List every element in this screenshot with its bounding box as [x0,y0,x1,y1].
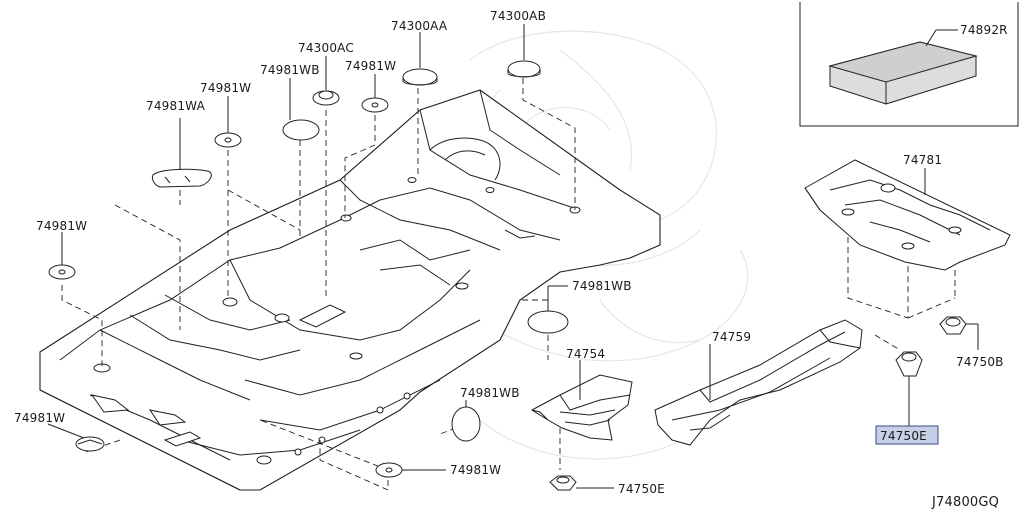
part-74892R-pad[interactable] [828,41,978,105]
part-74981W-left-plug[interactable] [48,264,76,280]
callout-74750E-highlight: 74750E [880,429,927,443]
callout-74759: 74759 [712,330,751,344]
callout-74754: 74754 [566,347,605,361]
callout-74781: 74781 [903,153,942,167]
part-74750E-bottom-nut[interactable] [549,475,577,491]
part-74750B-nut[interactable] [939,316,967,335]
callout-74892R: 74892R [960,23,1008,37]
callout-74981W-left: 74981W [36,219,87,233]
callout-74981WA: 74981WA [146,99,206,113]
callout-74750B: 74750B [956,355,1004,369]
part-74759-insulator[interactable] [654,319,863,446]
part-74300AC-grommet[interactable] [312,90,340,106]
diagram-code: J74800GQ [931,495,999,510]
part-74981WB-low-plug[interactable] [451,406,481,442]
part-74981W-bottom-plug[interactable] [375,462,403,478]
callout-74300AA: 74300AA [391,19,448,33]
callout-74981W-bottom: 74981W [450,463,501,477]
part-74781-insulator[interactable] [804,159,1011,271]
callout-74750E-bottom: 74750E [618,482,665,496]
part-74981WB-mid-plug[interactable] [527,310,569,334]
part-74981WA-cover[interactable] [151,168,212,188]
callout-leaders [47,24,979,489]
part-74981W-left2-plug[interactable] [214,132,242,148]
callout-labels: 74300AA 74300AB 74300AC 74981WB 74981W 7… [14,9,1004,510]
leader-lines [61,78,956,491]
callout-74300AB: 74300AB [490,9,546,23]
part-74300AA-plug[interactable] [402,68,438,86]
callout-74981W-bl: 74981W [14,411,65,425]
callout-74981W-top: 74981W [345,59,396,73]
highlight-74750E-box[interactable] [875,425,939,445]
part-74300AB-plug[interactable] [507,60,541,78]
callout-74981WB-top: 74981WB [260,63,320,77]
inset-box: 74892R [799,2,1019,127]
callout-74981WB-low: 74981WB [460,386,520,400]
floor-panel [39,89,661,491]
part-74981W-bl-plug[interactable] [75,436,105,452]
part-74754-insulator[interactable] [531,374,633,441]
part-74981WB-top-plug[interactable] [282,119,320,141]
callout-74300AC: 74300AC [298,41,354,55]
part-74981W-top-plug[interactable] [361,97,389,113]
part-74750E-nut[interactable] [895,351,923,377]
callout-74981W-left2: 74981W [200,81,251,95]
callout-74981WB-mid: 74981WB [572,279,632,293]
